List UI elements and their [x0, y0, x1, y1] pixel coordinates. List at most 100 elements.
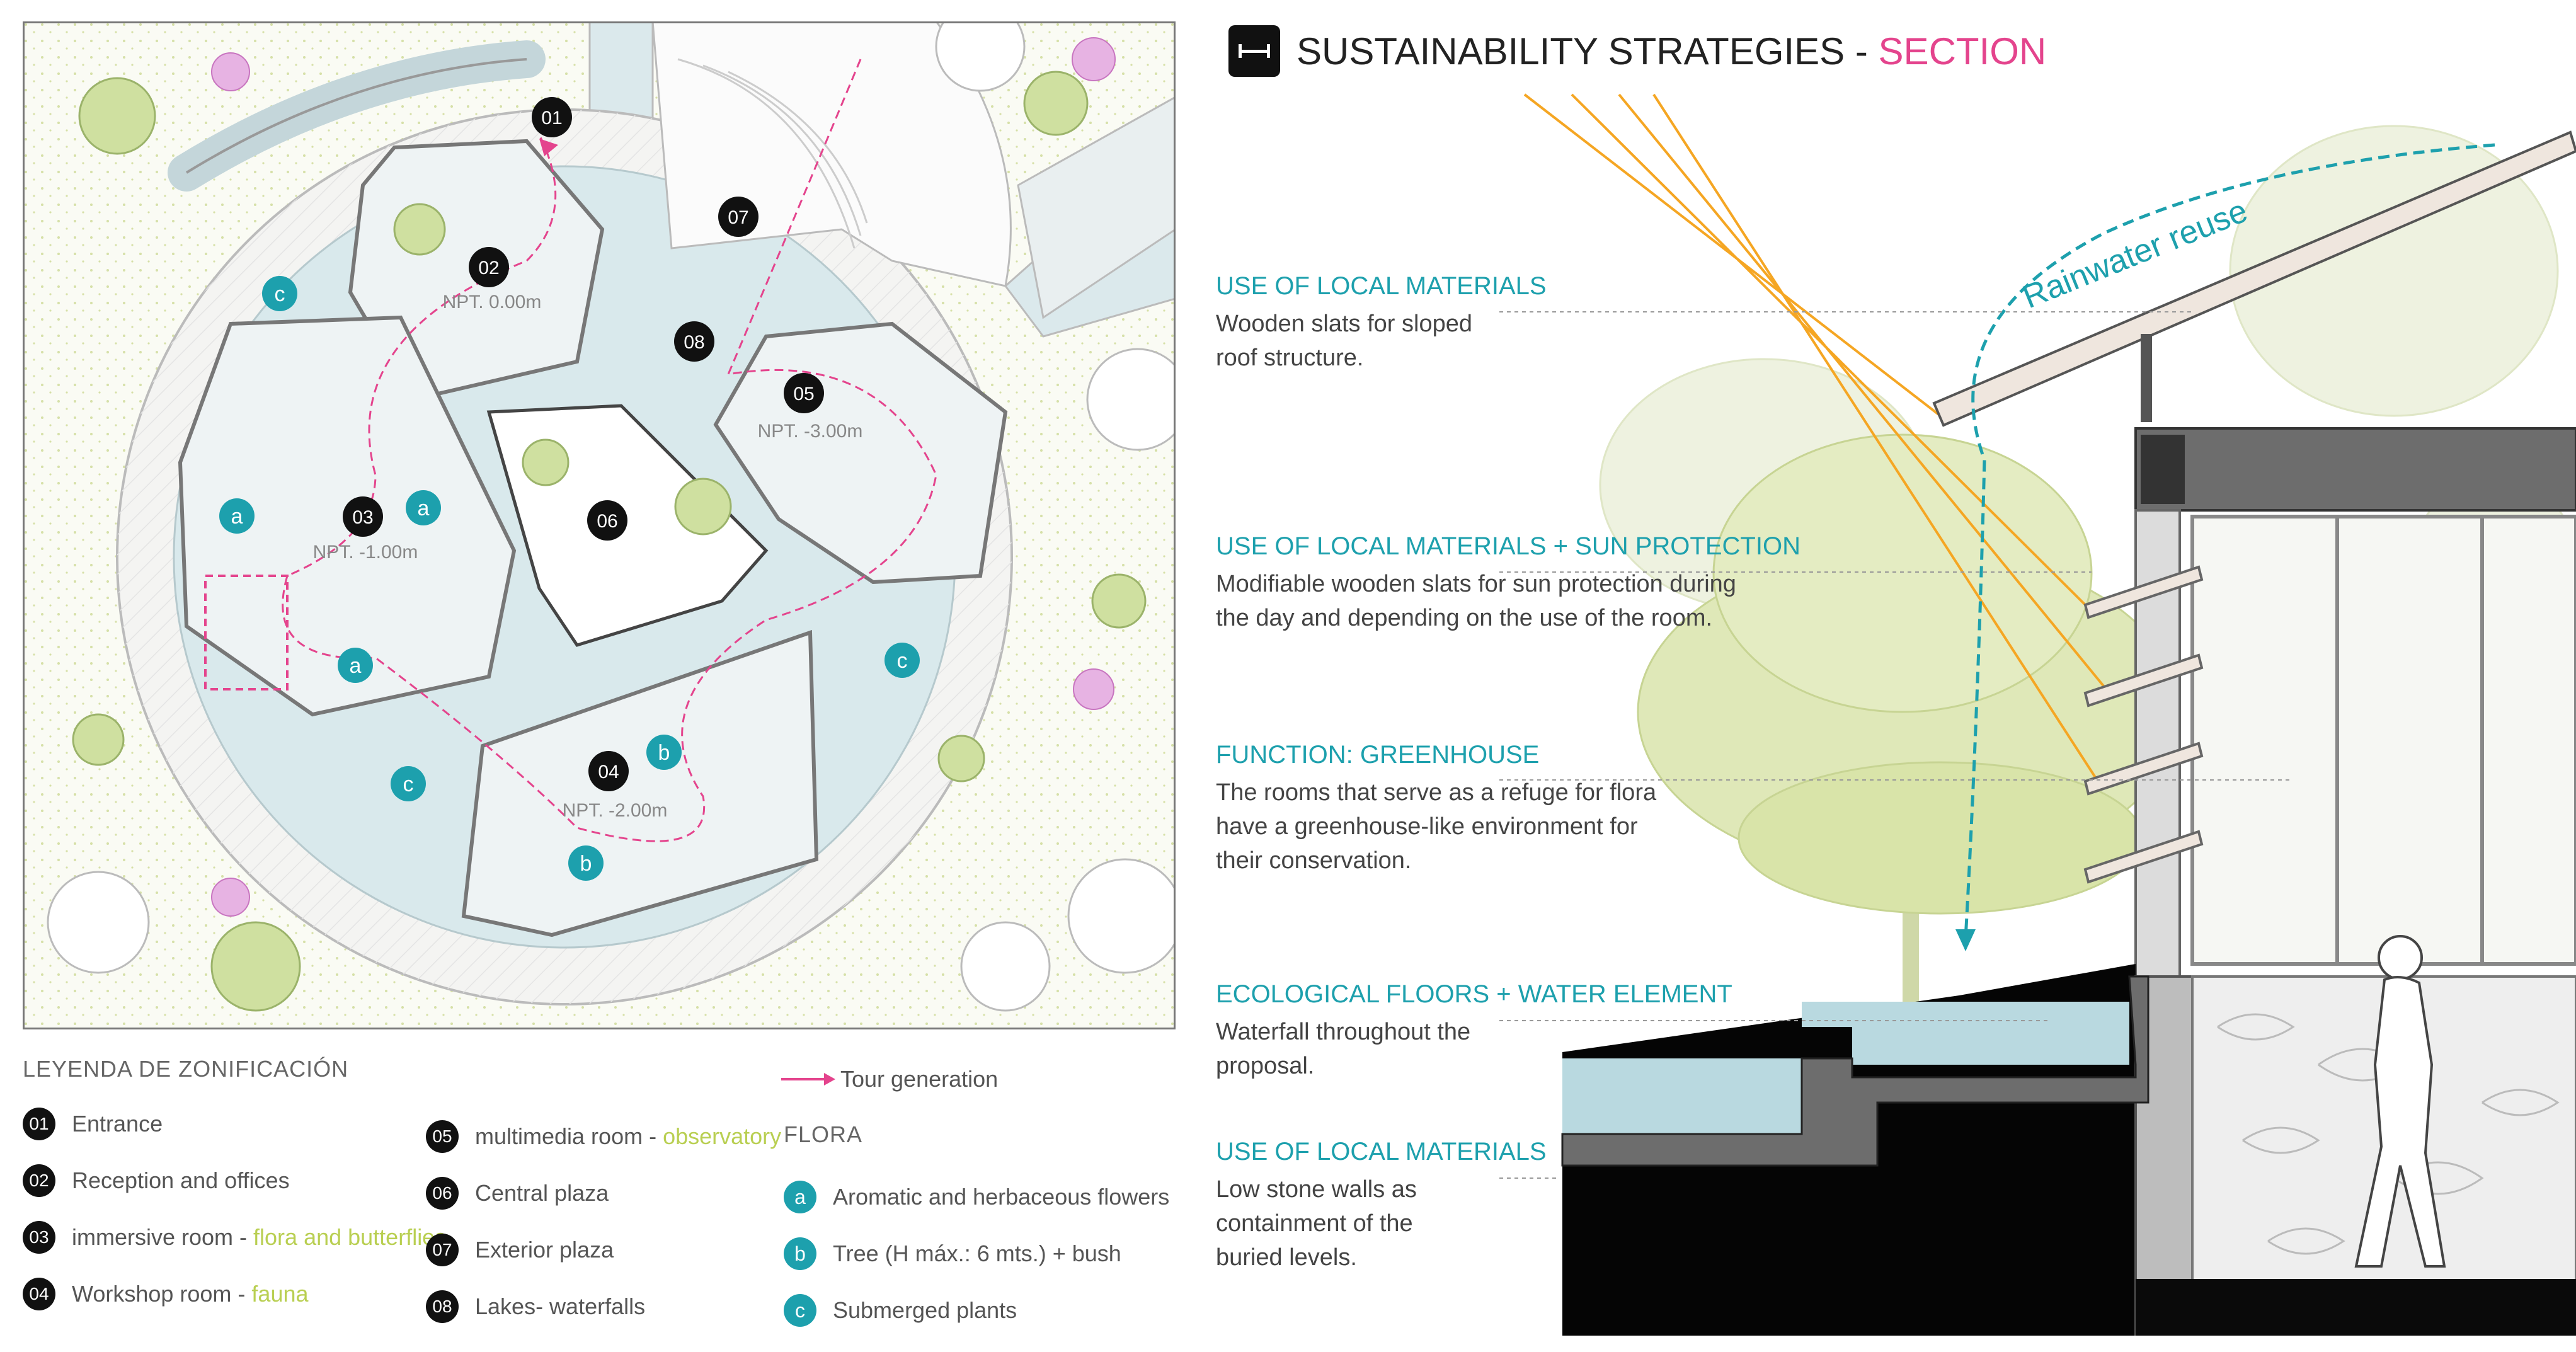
flora-item-c: c Submerged plants	[784, 1294, 1017, 1327]
strategy-body-line: have a greenhouse-like environment for	[1216, 813, 1638, 840]
flora-badges: c a a a c b c b	[219, 276, 920, 881]
legend-highlight: fauna	[251, 1281, 309, 1307]
strategy-body-line: their conservation.	[1216, 847, 1412, 874]
strategy-body-line: Modifiable wooden slats for sun protecti…	[1216, 571, 1736, 597]
svg-text:02: 02	[478, 258, 499, 278]
legend-item-02: 02 Reception and offices	[23, 1164, 290, 1197]
water-upper	[1802, 1002, 2129, 1065]
strategy-body-line: containment of the	[1216, 1210, 1413, 1237]
legend-badge: 02	[23, 1164, 55, 1197]
strategy-1: USE OF LOCAL MATERIALS Wooden slats for …	[1216, 272, 1732, 375]
concrete-beam	[2134, 427, 2576, 512]
legend-item-05: 05 multimedia room - observatory	[426, 1120, 781, 1153]
strategy-heading: ECOLOGICAL FLOORS + WATER ELEMENT	[1216, 980, 1732, 1008]
flora-label: Submerged plants	[833, 1297, 1017, 1323]
section-title-main: SUSTAINABILITY STRATEGIES -	[1297, 30, 1879, 72]
wall-column	[2134, 509, 2181, 1060]
svg-text:a: a	[418, 496, 430, 520]
legend-label: immersive room -	[72, 1224, 254, 1250]
flora-badge: c	[784, 1294, 816, 1327]
tour-arrow-icon	[781, 1073, 835, 1086]
legend-badge: 04	[23, 1278, 55, 1310]
legend-badge: 08	[426, 1290, 459, 1323]
strategy-body-line: proposal.	[1216, 1053, 1315, 1079]
svg-text:c: c	[897, 649, 908, 673]
sun-rays	[1523, 93, 2105, 782]
svg-text:a: a	[350, 654, 362, 678]
svg-text:04: 04	[598, 762, 619, 782]
legend-badge: 05	[426, 1120, 459, 1153]
legend-item-08: 08 Lakes- waterfalls	[426, 1290, 645, 1323]
legend-label: Workshop room -	[72, 1281, 252, 1307]
person-silhouette	[2354, 935, 2446, 1268]
strategy-body-line: buried levels.	[1216, 1244, 1357, 1271]
flora-title: FLORA	[784, 1121, 863, 1147]
strategy-body-line: Wooden slats for sloped	[1216, 311, 1472, 337]
legend-label: Entrance	[72, 1111, 163, 1137]
legend-label: Central plaza	[475, 1180, 609, 1206]
flora-badge: b	[784, 1237, 816, 1270]
strategy-4: ECOLOGICAL FLOORS + WATER ELEMENT Waterf…	[1216, 980, 1732, 1083]
vegetation	[72, 71, 1147, 1012]
svg-text:c: c	[275, 282, 285, 306]
section-title: SUSTAINABILITY STRATEGIES - SECTION	[1228, 25, 2046, 77]
flora-label: Aromatic and herbaceous flowers	[833, 1184, 1170, 1210]
svg-text:07: 07	[728, 207, 748, 228]
svg-text:c: c	[403, 772, 414, 796]
svg-text:b: b	[580, 852, 592, 876]
site-plan: 01 02 03 04 05 06 07 08 NPT. 0.00m NPT. …	[23, 21, 1176, 1029]
legend-item-07: 07 Exterior plaza	[426, 1234, 614, 1266]
legend-item-01: 01 Entrance	[23, 1108, 163, 1140]
water-lower	[1562, 1058, 1802, 1134]
strategy-heading: FUNCTION: GREENHOUSE	[1216, 741, 1540, 769]
legend-badge: 06	[426, 1177, 459, 1210]
level-labels: NPT. 0.00m NPT. -3.00m NPT. -1.00m NPT. …	[313, 292, 863, 821]
roof-support	[2141, 334, 2152, 422]
legend-item-06: 06 Central plaza	[426, 1177, 609, 1210]
tour-label: Tour generation	[840, 1066, 999, 1092]
sloped-roof	[1932, 130, 2576, 427]
flora-label: Tree (H máx.: 6 mts.) + bush	[833, 1240, 1121, 1266]
road-west	[1017, 96, 1176, 319]
room-04-outline	[461, 629, 819, 937]
flora-badge: a	[784, 1181, 816, 1213]
svg-text:03: 03	[352, 507, 373, 528]
greenhouse-tree	[1637, 433, 2181, 1033]
flora-item-b: b Tree (H máx.: 6 mts.) + bush	[784, 1237, 1121, 1270]
strategy-body-line: Low stone walls as	[1216, 1176, 1417, 1203]
legend-badge: 01	[23, 1108, 55, 1140]
plan-frame	[23, 21, 1176, 1029]
entry-marker	[204, 575, 289, 690]
svg-text:01: 01	[541, 108, 562, 129]
strategy-body-line: roof structure.	[1216, 345, 1364, 371]
section-title-accent: SECTION	[1878, 30, 2047, 72]
strategy-heading: USE OF LOCAL MATERIALS + SUN PROTECTION	[1216, 532, 1800, 560]
legend-label: multimedia room -	[475, 1123, 663, 1149]
trees-outline	[47, 21, 1176, 1012]
glazing	[2190, 515, 2576, 966]
legend-label: Reception and offices	[72, 1167, 290, 1193]
strategy-heading: USE OF LOCAL MATERIALS	[1216, 1138, 1547, 1166]
strategy-heading: USE OF LOCAL MATERIALS	[1216, 272, 1547, 300]
strategy-body-line: the day and depending on the use of the …	[1216, 605, 1713, 631]
svg-text:NPT. -2.00m: NPT. -2.00m	[563, 800, 668, 821]
legend-highlight: flora and butterflies	[253, 1224, 447, 1250]
svg-text:NPT. 0.00m: NPT. 0.00m	[443, 292, 542, 312]
svg-text:05: 05	[793, 384, 814, 404]
floor-slab	[2136, 1279, 2576, 1336]
flora-item-a: a Aromatic and herbaceous flowers	[784, 1181, 1169, 1213]
legend-highlight: observatory	[663, 1123, 782, 1149]
tour-legend: Tour generation	[781, 1066, 998, 1092]
svg-text:06: 06	[597, 511, 617, 532]
wooden-slats	[2083, 565, 2204, 884]
svg-text:08: 08	[684, 332, 704, 353]
entrance-arrow	[539, 139, 558, 156]
strategy-2: USE OF LOCAL MATERIALS + SUN PROTECTION …	[1216, 532, 1800, 635]
legend-label: Lakes- waterfalls	[475, 1293, 646, 1319]
legend-title: LEYENDA DE ZONIFICACIÓN	[23, 1056, 349, 1082]
rainwater-path	[1964, 143, 2495, 939]
strategy-3: FUNCTION: GREENHOUSE The rooms that serv…	[1216, 741, 1732, 878]
strategy-body-line: The rooms that serve as a refuge for flo…	[1216, 779, 1657, 806]
flowers	[211, 37, 1116, 917]
leader-lines	[1499, 311, 2293, 1179]
